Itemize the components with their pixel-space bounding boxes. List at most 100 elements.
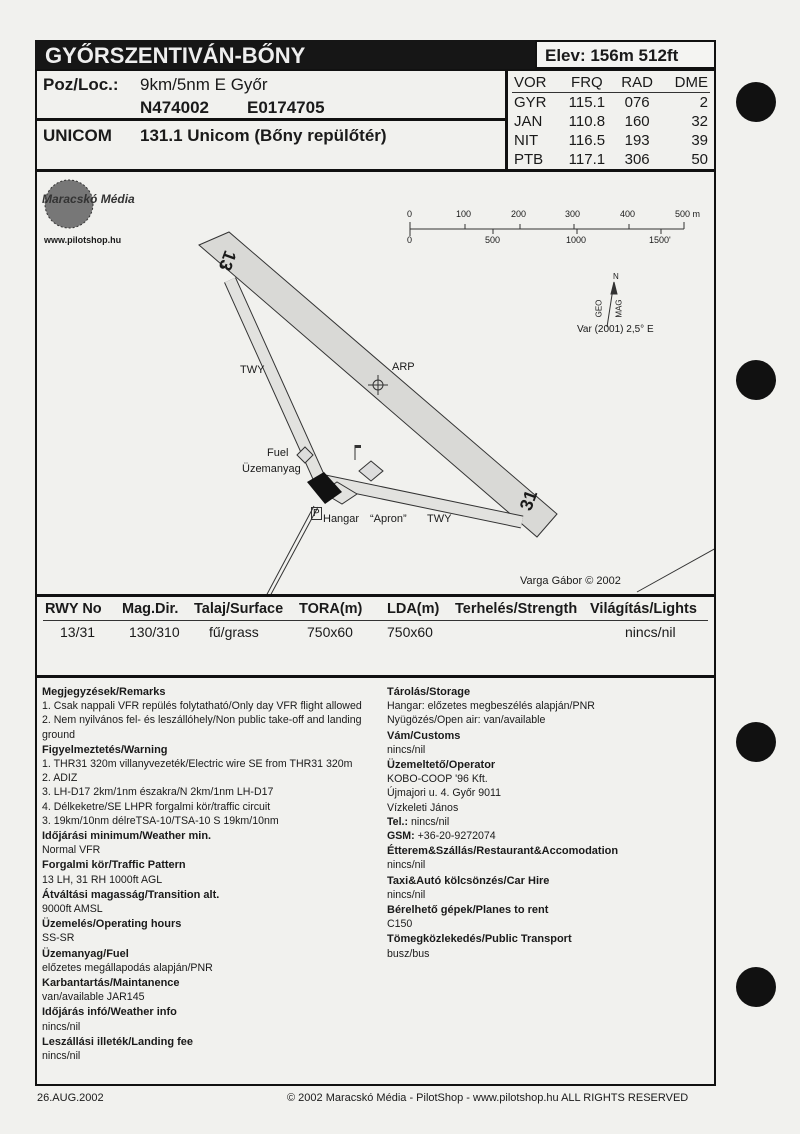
remarks-box: Megjegyzések/Remarks 1. Csak nappali VFR …: [35, 676, 716, 1086]
section-line: nincs/nil: [387, 859, 426, 872]
vor-cell: 193: [624, 132, 650, 149]
punch-hole: [736, 722, 776, 762]
runway-header: Terhelés/Strength: [455, 601, 578, 617]
power-line: [636, 548, 714, 593]
vor-cell: NIT: [514, 132, 539, 149]
punch-hole: [736, 360, 776, 400]
airfield-title: GYŐRSZENTIVÁN-BŐNY: [35, 40, 535, 69]
runway-table: RWY No Mag.Dir. Talaj/Surface TORA(m) LD…: [35, 595, 716, 677]
section-title: Karbantartás/Maintanence: [42, 977, 180, 990]
section-line: 1. Csak nappali VFR repülés folytatható/…: [42, 700, 362, 713]
section-title: Üzemelés/Operating hours: [42, 918, 182, 931]
issue-date: 26.AUG.2002: [37, 1092, 104, 1104]
section-line: 2. Nem nyilvános fel- és leszállóhely/No…: [42, 714, 362, 741]
vor-cell: 39: [691, 132, 708, 149]
runway-cell: nincs/nil: [625, 624, 676, 640]
vor-cell: 50: [691, 151, 708, 168]
punch-hole: [736, 82, 776, 122]
vor-header: FRQ: [560, 73, 614, 93]
section-line: nincs/nil: [42, 1020, 81, 1033]
section-title: Taxi&Autó kölcsönzés/Car Hire: [387, 874, 550, 887]
unicom-frequency: 131.1 Unicom (Bőny repülőtér): [140, 126, 387, 145]
section-title: Időjárás infó/Weather info: [42, 1006, 177, 1019]
runway-cell: 750x60: [387, 624, 433, 640]
logo-url: www.pilotshop.hu: [44, 235, 122, 245]
section-title: Megjegyzések/Remarks: [42, 686, 166, 698]
runway-header: Mag.Dir.: [122, 601, 179, 617]
runway-cell: 13/31: [60, 624, 96, 640]
vor-header: RAD: [613, 73, 661, 93]
section-title: Üzemeltető/Operator: [387, 759, 496, 772]
runway-header: RWY No: [45, 601, 102, 617]
vor-row: NIT 116.5 193 39: [512, 131, 710, 150]
location-label: Poz/Loc.:: [43, 75, 119, 94]
logo-text: Maracskó Média: [42, 192, 135, 206]
location-box: Poz/Loc.: 9km/5nm E Győr N474002 E017470…: [35, 69, 507, 120]
section-line: busz/bus: [387, 947, 430, 960]
section-line: nincs/nil: [387, 888, 426, 901]
section-title: Tömegközlekedés/Public Transport: [387, 933, 572, 946]
vor-cell: 116.5: [568, 132, 606, 149]
scale-label-m: 300: [565, 209, 581, 219]
section-title: Étterem&Szállás/Restaurant&Accomodation: [387, 845, 619, 858]
geo-label: GEO: [594, 299, 604, 318]
vor-header: VOR: [512, 73, 561, 93]
section-title: Tárolás/Storage: [387, 686, 471, 698]
section-line: 2. ADIZ: [42, 772, 78, 785]
arp-label: ARP: [392, 361, 415, 373]
section-title: Forgalmi kör/Traffic Pattern: [42, 859, 186, 872]
windsock-diamond: [358, 460, 384, 482]
section-line: 1. THR31 320m villanyvezeték/Electric wi…: [42, 758, 353, 771]
section-line: nincs/nil: [42, 1050, 81, 1063]
parking-icon: P: [311, 507, 322, 520]
vor-cell: 2: [699, 94, 708, 111]
fuel-label: Fuel: [267, 447, 289, 459]
section-line: van/available JAR145: [42, 991, 145, 1004]
section-title: Figyelmeztetés/Warning: [42, 743, 168, 756]
gsm-label: GSM:: [387, 830, 415, 843]
apron-label: “Apron”: [370, 513, 407, 525]
section-line: Hangar: előzetes megbeszélés alapján/PNR: [387, 700, 595, 713]
section-line: SS-SR: [42, 932, 75, 945]
vor-cell: 32: [691, 113, 708, 130]
scale-label-ft: 0: [407, 235, 413, 245]
remarks-left: Megjegyzések/Remarks 1. Csak nappali VFR …: [42, 684, 382, 1063]
section-line: előzetes megállapodás alapján/PNR: [42, 961, 213, 974]
runway-cell: 130/310: [129, 624, 180, 640]
vor-header: DME: [660, 73, 710, 93]
runway-header: TORA(m): [299, 601, 363, 617]
punch-hole: [736, 967, 776, 1007]
vor-cell: 306: [624, 151, 650, 168]
access-road: [266, 505, 315, 594]
scale-label-m: 500 m: [675, 209, 701, 219]
vor-cell: 076: [624, 94, 650, 111]
elevation: Elev: 156m 512ft: [535, 40, 716, 69]
longitude: E0174705: [247, 98, 325, 117]
section-line: 4. Délkeketre/SE LHPR forgalmi kör/traff…: [42, 800, 271, 813]
vor-cell: 110.8: [568, 113, 606, 130]
section-line: 9000ft AMSL: [42, 903, 103, 916]
gsm-line: GSM: +36-20-9272074: [387, 829, 707, 843]
section-line: Vízkeleti János: [387, 801, 459, 814]
taxiway-label: TWY: [427, 513, 452, 525]
scale-label-ft: 500: [485, 235, 501, 245]
section-title: Üzemanyag/Fuel: [42, 947, 129, 960]
runway-cell: fű/grass: [209, 624, 259, 640]
section-line: Normal VFR: [42, 844, 101, 857]
arp-icon: [368, 375, 388, 395]
section-line: KOBO-COOP '96 Kft.: [387, 773, 488, 786]
scale-label-ft: 1500': [649, 235, 671, 245]
map-drawing: [44, 179, 714, 594]
runway-header: Talaj/Surface: [194, 601, 284, 617]
scale-label-ft: 1000: [566, 235, 587, 245]
section-title: Átváltási magasság/Transition alt.: [42, 888, 220, 901]
section-line: C150: [387, 918, 413, 931]
section-line: 13 LH, 31 RH 1000ft AGL: [42, 873, 163, 886]
hangar-label: Hangar: [323, 513, 360, 525]
scale-bar: [409, 222, 685, 236]
runway-header: LDA(m): [387, 601, 440, 617]
